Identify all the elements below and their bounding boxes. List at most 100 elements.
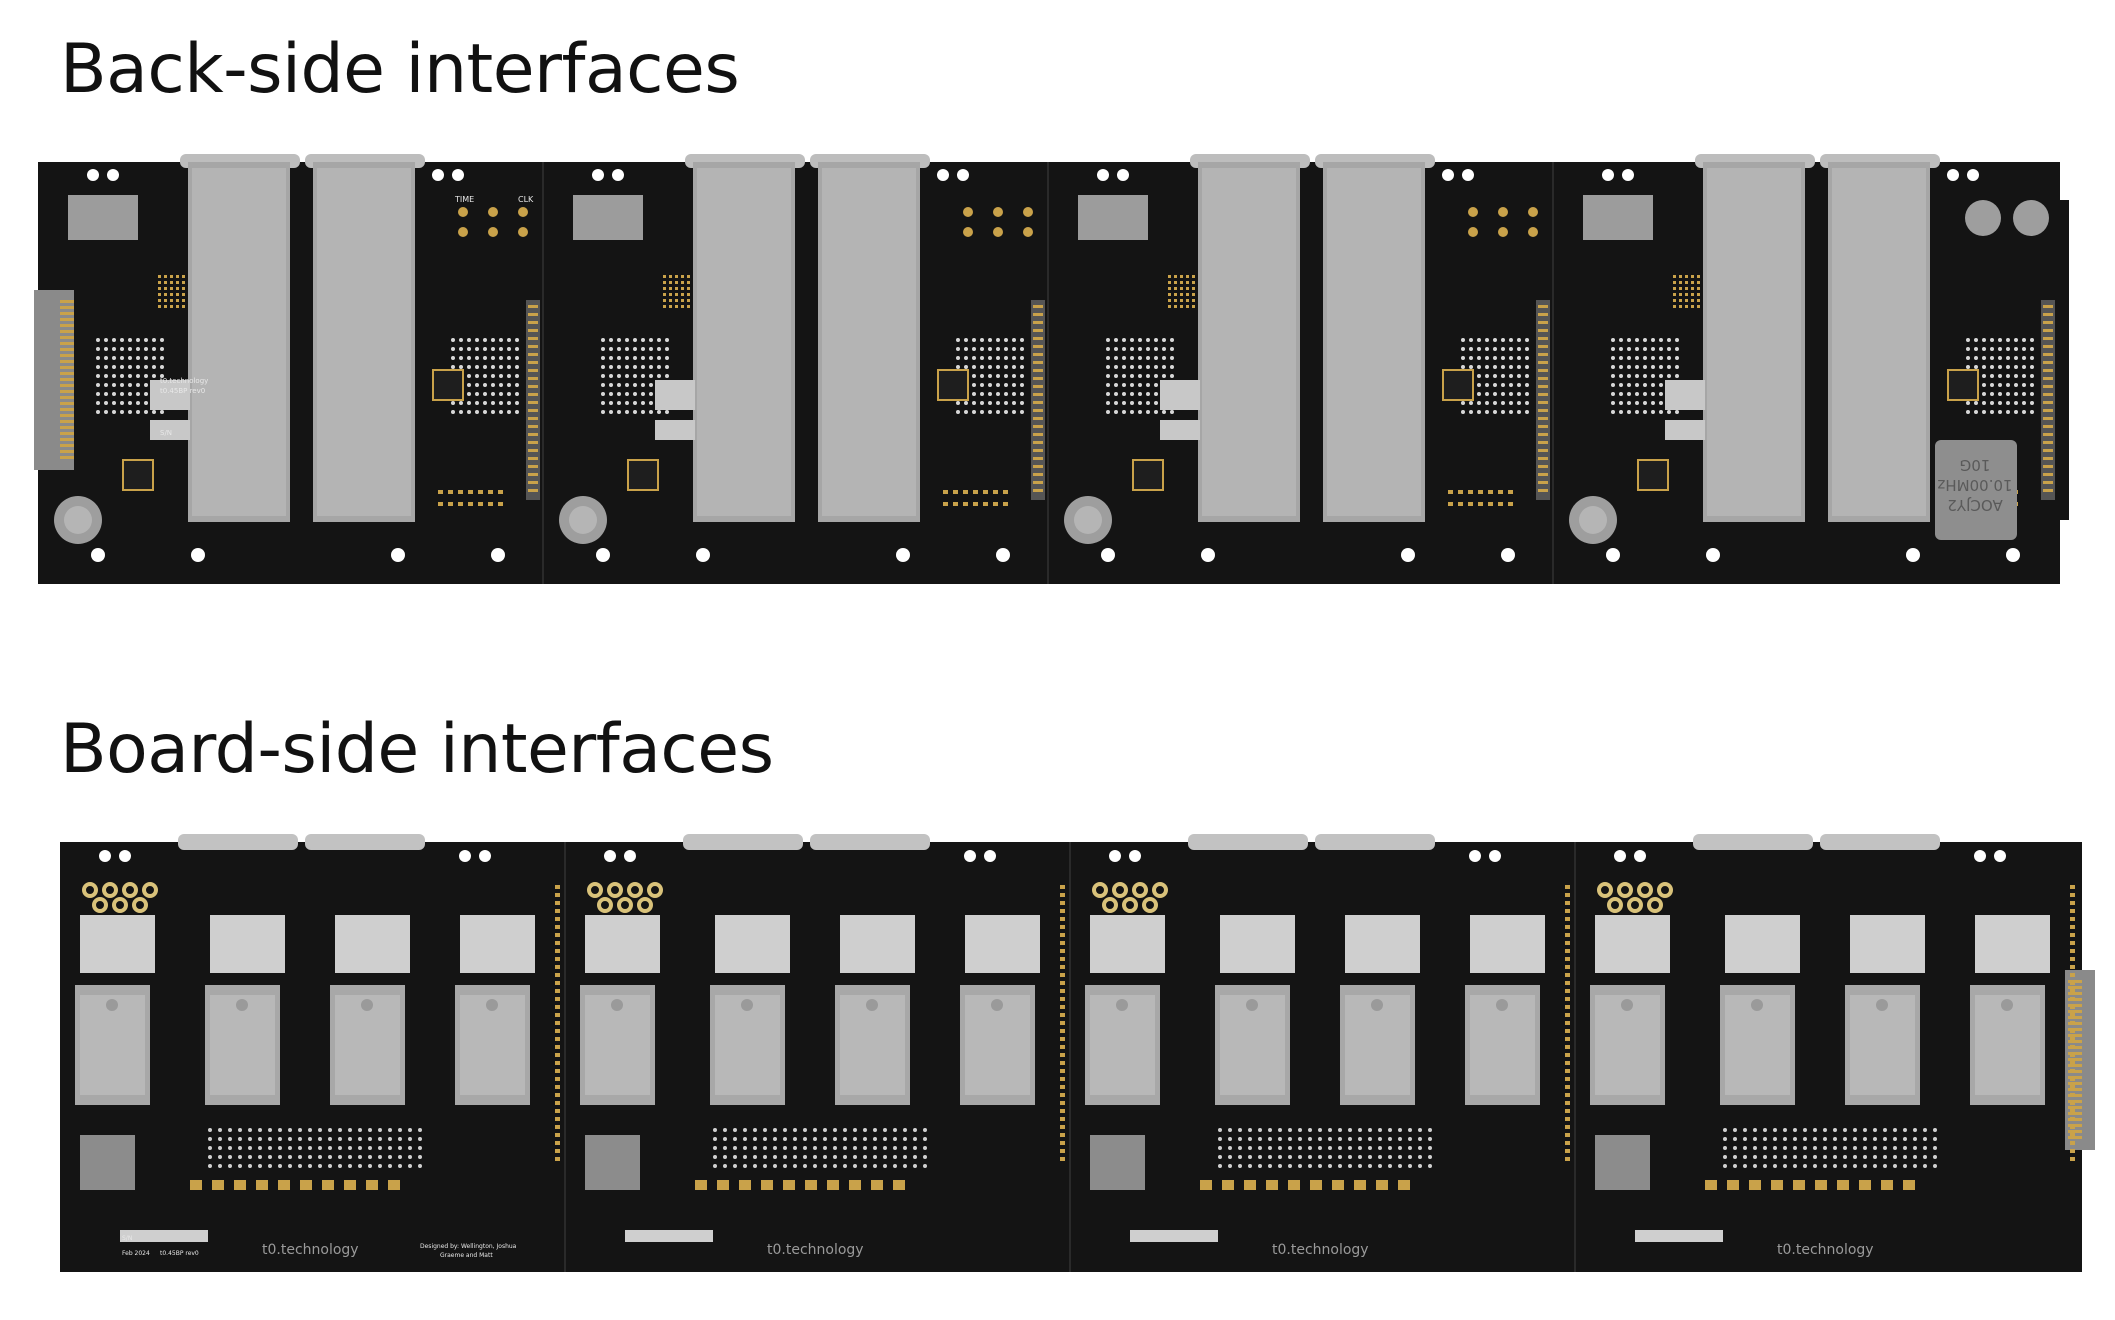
connector-pin (1033, 441, 1043, 444)
via (813, 1155, 817, 1159)
via (258, 1164, 262, 1168)
bga-pad (491, 401, 495, 405)
bga-pad (1138, 383, 1142, 387)
connector-pin (1538, 329, 1548, 332)
bga-pad (1517, 347, 1521, 351)
bga-pad (1990, 347, 1994, 351)
connector-pin (1033, 329, 1043, 332)
bga-pad (483, 338, 487, 342)
gold-pad (1180, 293, 1183, 296)
bga-pad (1004, 392, 1008, 396)
smd-pad (278, 1180, 290, 1190)
back-side-pcb-image: 10G 10.00MHz AOCJY2 TIME CLK t0.technolo… (34, 154, 2069, 584)
bga-pad (617, 383, 621, 387)
via (1288, 1128, 1292, 1132)
via (873, 1164, 877, 1168)
via (733, 1155, 737, 1159)
connector-pin (1565, 1061, 1570, 1065)
connector-pin (1565, 933, 1570, 937)
bga-pad (972, 338, 976, 342)
bga-pad (609, 347, 613, 351)
connector-pin (1565, 997, 1570, 1001)
bga-pad (641, 356, 645, 360)
bga-pad (1998, 347, 2002, 351)
bga-pad (1982, 374, 1986, 378)
mounting-hole (87, 169, 99, 181)
board-logo-4: t0.technology (1777, 1242, 1874, 1258)
silk-label-box (120, 1230, 208, 1242)
via (348, 1146, 352, 1150)
via (298, 1164, 302, 1168)
connector-pin (2070, 1029, 2075, 1033)
smd-pad (1859, 1180, 1871, 1190)
bga-pad (1651, 374, 1655, 378)
bga-pad (467, 410, 471, 414)
bga-pad (112, 365, 116, 369)
gold-pad (170, 287, 173, 290)
via (1893, 1164, 1897, 1168)
via (1288, 1137, 1292, 1141)
led-pad (488, 207, 498, 217)
bga-pad (96, 338, 100, 342)
connector-pin (1060, 917, 1065, 921)
smd-pad (468, 502, 473, 506)
gold-pad (1673, 299, 1676, 302)
bga-pad (1651, 338, 1655, 342)
via (1348, 1128, 1352, 1132)
bga-pad (1004, 356, 1008, 360)
bga-pad (1130, 356, 1134, 360)
bga-pad (1154, 374, 1158, 378)
gold-pad (1691, 275, 1694, 278)
bga-pad (1501, 410, 1505, 414)
via (743, 1137, 747, 1141)
via (1408, 1128, 1412, 1132)
bga-pad (1659, 347, 1663, 351)
edge-gold-finger (60, 348, 74, 351)
mounting-hole (1974, 850, 1986, 862)
bga-pad (1525, 374, 1529, 378)
bga-pad (1020, 374, 1024, 378)
bga-pad (641, 365, 645, 369)
via (1388, 1137, 1392, 1141)
via (723, 1146, 727, 1150)
connector-pin (1565, 1125, 1570, 1129)
bga-pad (617, 347, 621, 351)
via (408, 1137, 412, 1141)
bga-pad (617, 338, 621, 342)
via (1228, 1146, 1232, 1150)
led-pad (1498, 227, 1508, 237)
bga-pad (996, 374, 1000, 378)
gold-pad (1186, 281, 1189, 284)
connector-pin (555, 1133, 560, 1137)
bga-pad (515, 401, 519, 405)
mounting-hole (1501, 548, 1515, 562)
smd-pad (1749, 1180, 1761, 1190)
connector-post (1876, 999, 1888, 1011)
bga-pad (1501, 356, 1505, 360)
bga-pad (1106, 365, 1110, 369)
bga-pad (1659, 410, 1663, 414)
via (368, 1137, 372, 1141)
led-pad (993, 207, 1003, 217)
bga-pad (1020, 356, 1024, 360)
smd-pad (1458, 490, 1463, 494)
bga-pad (128, 410, 132, 414)
connector-latch (683, 834, 803, 850)
bga-pad (160, 410, 164, 414)
connector-pin (555, 1085, 560, 1089)
via (1388, 1146, 1392, 1150)
bga-pad (988, 365, 992, 369)
connector-pin (1538, 441, 1548, 444)
smd-pad (993, 502, 998, 506)
smd-pad (1508, 502, 1513, 506)
bga-pad (1501, 347, 1505, 351)
gold-pad (1174, 281, 1177, 284)
bga-pad (633, 338, 637, 342)
via (298, 1155, 302, 1159)
gold-pad (158, 293, 161, 296)
gold-pad (170, 281, 173, 284)
bga-pad (601, 338, 605, 342)
bga-pad (625, 356, 629, 360)
gold-pad (176, 299, 179, 302)
bga-pad (972, 401, 976, 405)
